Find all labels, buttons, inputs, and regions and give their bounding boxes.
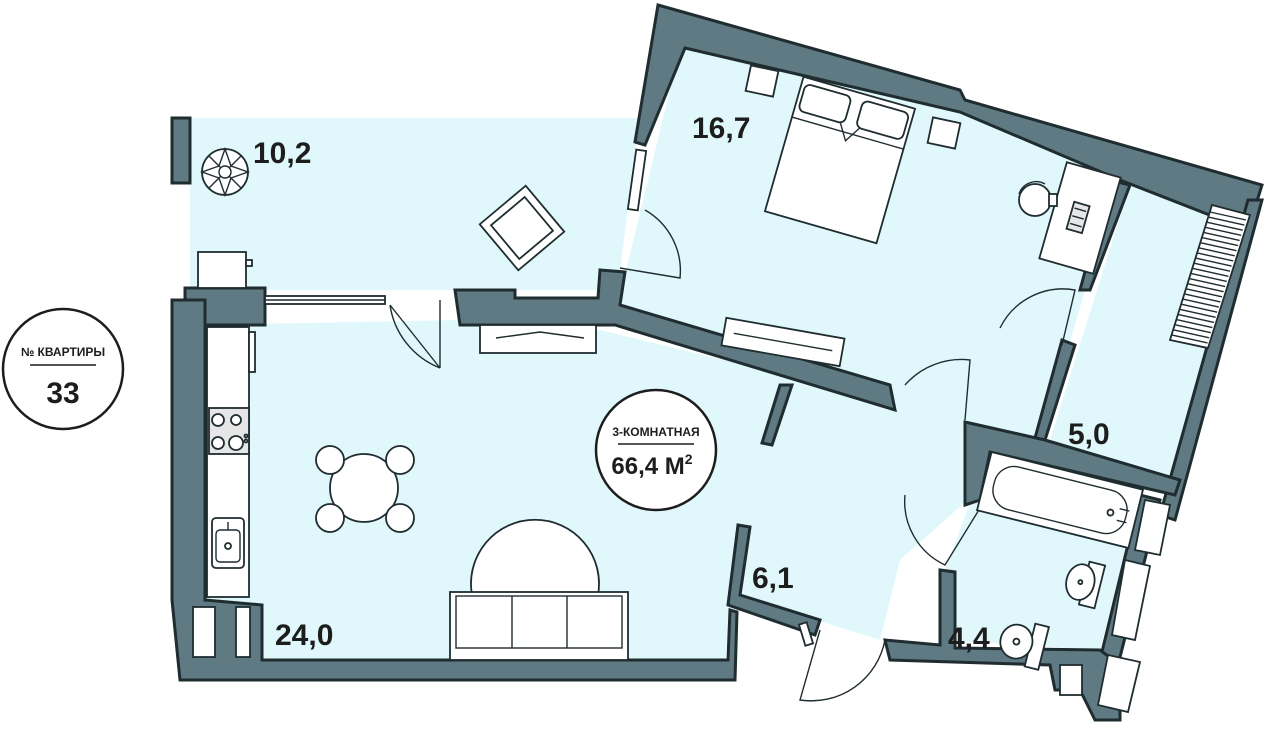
kitchen-furniture xyxy=(206,326,256,598)
armchair-icon xyxy=(478,184,566,272)
tv-stand-icon xyxy=(479,324,597,354)
shelf-line xyxy=(1200,242,1237,252)
chair-icon xyxy=(385,503,415,533)
summary-badge-circle xyxy=(594,388,718,512)
shelf-line xyxy=(1208,216,1245,226)
wall-bath-top xyxy=(963,420,1182,508)
doors xyxy=(389,148,1076,702)
wall-left-outer xyxy=(170,298,739,682)
shelf-line xyxy=(1190,272,1227,283)
door-entry-leaf xyxy=(797,621,815,647)
sink-icon xyxy=(211,517,245,569)
area-label-living: 24,0 xyxy=(275,619,333,652)
shaft-4 xyxy=(1133,498,1172,557)
rooms-count-label: 3-КОМНАТНАЯ xyxy=(612,425,699,439)
chair-icon xyxy=(315,445,345,475)
wall-hall-stub xyxy=(760,383,795,447)
door-wardrobe xyxy=(999,288,1076,346)
bathtub-icon xyxy=(975,450,1145,550)
shelf-line xyxy=(1205,226,1242,237)
area-label-wardrobe: 5,0 xyxy=(1068,418,1110,451)
bidet-icon xyxy=(1065,560,1107,610)
shelf-line xyxy=(1187,282,1224,293)
area-label-bedroom: 16,7 xyxy=(692,112,750,145)
shelf-line xyxy=(1201,236,1239,247)
shelf-line xyxy=(1184,293,1221,303)
nightstand-right-icon xyxy=(926,116,962,150)
shelf-line xyxy=(1209,211,1247,221)
shelf-line xyxy=(1193,262,1231,272)
floor-living xyxy=(205,320,990,660)
door-bedroom-balcony xyxy=(619,209,682,279)
wardrobe-shelf-icon xyxy=(1168,203,1252,350)
wall-hall-entry xyxy=(726,523,822,637)
shelf-line xyxy=(1182,298,1219,308)
door-balcony xyxy=(389,304,441,369)
shelf-line xyxy=(1206,221,1243,231)
toilet-icon xyxy=(999,622,1050,671)
round-rug-icon xyxy=(470,518,600,596)
shelf-line xyxy=(1177,313,1215,324)
shelf-line xyxy=(1173,329,1210,339)
apartment-number-badge: № КВАРТИРЫ 33 xyxy=(1,307,125,431)
shelf-line xyxy=(1181,303,1218,313)
area-labels: 10,2 16,7 5,0 6,1 4,4 24,0 xyxy=(253,112,1110,655)
shaft-3 xyxy=(1059,664,1083,696)
shelf-line xyxy=(1198,247,1235,257)
tv-cabinet-icon xyxy=(720,316,846,368)
plant-icon xyxy=(199,146,251,198)
chair-icon xyxy=(315,503,345,533)
shaft-2 xyxy=(235,606,251,658)
dining-table-icon xyxy=(329,453,399,523)
office-chair-icon xyxy=(1018,180,1058,217)
shelf-line xyxy=(1174,323,1211,334)
wall-left-top xyxy=(170,116,192,185)
sofa-icon xyxy=(449,591,629,661)
door-bedroom xyxy=(904,358,971,421)
shelf-line xyxy=(1195,257,1232,267)
door-entry xyxy=(799,629,886,702)
door-bedroom-balcony-leaf xyxy=(626,148,648,212)
shelf-line xyxy=(1192,267,1229,278)
floor-areas xyxy=(190,48,1245,660)
shelf-line xyxy=(1169,339,1207,349)
shelf-line xyxy=(1197,252,1234,262)
summary-badge: 3-КОМНАТНАЯ 66,4 М2 xyxy=(594,388,718,512)
shaft-1 xyxy=(192,606,216,658)
area-label-balcony: 10,2 xyxy=(253,137,311,170)
door-bathroom xyxy=(903,494,986,566)
bedroom-furniture xyxy=(720,64,1122,368)
area-label-hallway: 6,1 xyxy=(752,562,794,595)
chair-icon xyxy=(385,445,415,475)
balcony-furniture xyxy=(197,146,566,289)
total-area: 66,4 М2 xyxy=(611,451,692,480)
bathroom-furniture xyxy=(975,450,1145,671)
area-label-bathroom: 4,4 xyxy=(948,622,990,655)
apartment-badge-circle xyxy=(1,307,125,431)
desk-icon xyxy=(1038,161,1122,275)
shelf-line xyxy=(1203,231,1240,242)
shelf-line xyxy=(1171,334,1208,344)
bed-icon xyxy=(763,75,917,245)
wall-right-outer xyxy=(1158,198,1264,522)
dining-set xyxy=(315,445,415,533)
shelf-line xyxy=(1176,318,1213,329)
shaft-6 xyxy=(1096,653,1142,714)
shaft-5 xyxy=(1110,558,1152,642)
apartment-number-label: № КВАРТИРЫ xyxy=(21,345,105,359)
shelf-line xyxy=(1185,288,1223,298)
apartment-number: 33 xyxy=(46,377,79,410)
stove-icon xyxy=(208,407,250,455)
walls xyxy=(170,3,1264,722)
fridge-icon xyxy=(248,331,256,373)
nightstand-left-icon xyxy=(744,64,780,98)
washing-machine-icon xyxy=(197,251,253,289)
sofa-set xyxy=(449,518,629,661)
shelf-line xyxy=(1179,308,1216,318)
shelf-line xyxy=(1189,277,1226,288)
